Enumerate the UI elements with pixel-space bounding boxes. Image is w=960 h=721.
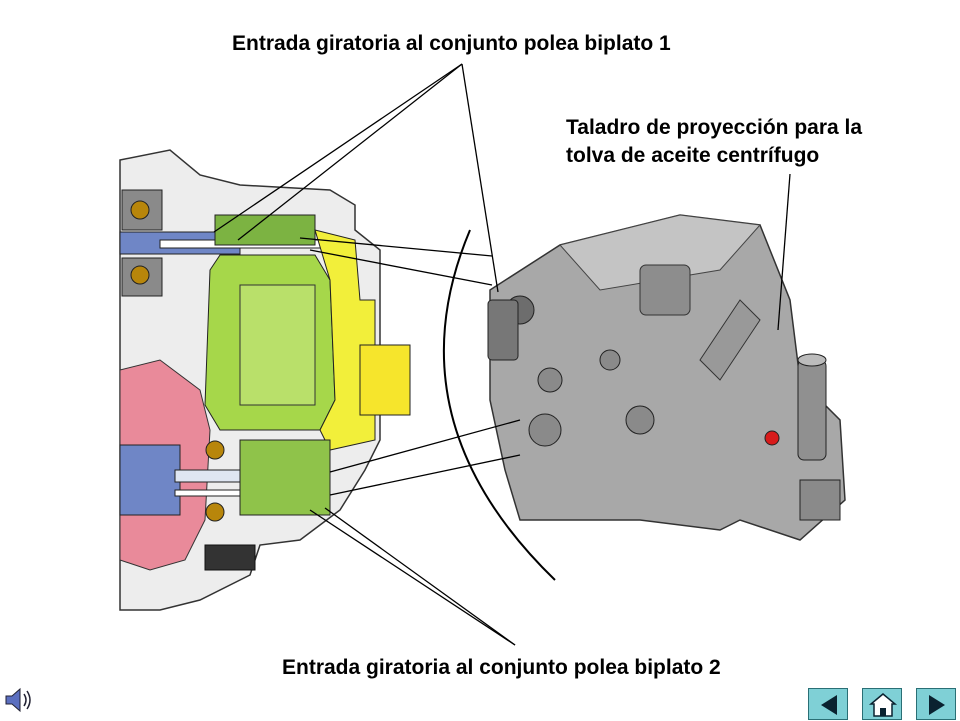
leader-lines <box>213 63 791 646</box>
triangle-left-icon <box>821 695 837 715</box>
label-oil-projection-line1: Taladro de proyección para la <box>566 116 863 139</box>
speaker-icon[interactable] <box>0 680 40 720</box>
zoom-arc <box>442 229 556 581</box>
home-icon <box>868 693 898 717</box>
home-button[interactable] <box>862 688 902 720</box>
valve-body-detail <box>487 214 846 541</box>
label-input-pulley-1: Entrada giratoria al conjunto polea bipl… <box>232 32 671 55</box>
label-oil-projection-bore: Taladro de proyección para la tolva de a… <box>566 114 862 170</box>
prev-button[interactable] <box>808 688 848 720</box>
triangle-right-icon <box>929 695 945 715</box>
next-button[interactable] <box>916 688 956 720</box>
label-input-pulley-2: Entrada giratoria al conjunto polea bipl… <box>282 656 721 679</box>
cross-section <box>119 149 411 611</box>
label-oil-projection-line2: tolva de aceite centrífugo <box>566 144 820 167</box>
